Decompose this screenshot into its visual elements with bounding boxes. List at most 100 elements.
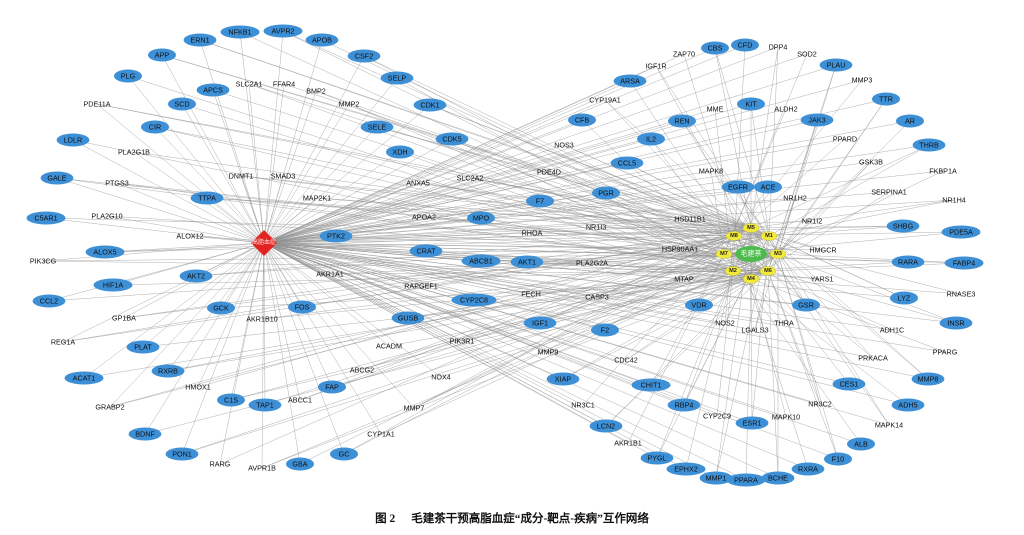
target-node: CYP2C8	[451, 293, 497, 307]
target-node: NFKB1	[220, 25, 260, 39]
target-node: PLA2G1B	[118, 148, 150, 157]
target-node-label: FKBP1A	[929, 167, 957, 176]
network-edge	[48, 242, 265, 302]
compound-node-shape	[715, 249, 733, 259]
target-node-label: PPARG	[933, 348, 958, 357]
network-edge	[723, 253, 862, 445]
target-node-label: GBA	[292, 460, 307, 469]
target-node-label: PLG	[121, 72, 136, 81]
target-node-shape	[847, 437, 875, 451]
network-edge	[261, 242, 265, 320]
network-edge	[777, 253, 965, 264]
target-node: CDK5	[435, 132, 469, 146]
network-edge	[199, 39, 265, 244]
network-edge	[181, 103, 752, 280]
network-edge	[83, 242, 265, 379]
network-edge	[605, 192, 734, 272]
target-node: JAK3	[800, 113, 834, 127]
target-node-shape	[305, 33, 339, 47]
target-node: AKR1B1	[614, 439, 642, 448]
target-node: BCHE	[761, 471, 795, 485]
target-node-label: PON1	[172, 450, 192, 459]
network-edge	[154, 126, 779, 255]
target-node-shape	[591, 323, 619, 337]
network-edge	[263, 242, 390, 347]
target-node-label: DPP4	[769, 43, 788, 52]
network-edge	[220, 242, 265, 309]
network-edge	[263, 162, 628, 244]
target-node-shape	[168, 97, 196, 111]
target-node-label: F7	[536, 197, 544, 206]
target-node: RXRA	[791, 462, 825, 476]
network-edge	[195, 242, 265, 277]
target-node: PPARA	[726, 473, 766, 487]
network-edge	[714, 47, 752, 229]
target-node-label: GALE	[47, 174, 66, 183]
target-node-label: NR1I2	[802, 217, 822, 226]
target-node-label: PTK2	[327, 232, 345, 241]
target-node: XDH	[386, 145, 414, 159]
target-node: C1S	[217, 393, 245, 407]
target-node: PRKACA	[858, 354, 888, 363]
network-edge	[263, 103, 350, 244]
target-node: FOS	[288, 300, 316, 314]
target-node: CBS	[701, 41, 729, 55]
network-edge	[263, 242, 809, 470]
network-edge	[263, 83, 285, 244]
target-node-label: ALB	[854, 440, 868, 449]
target-node-shape	[891, 398, 925, 412]
target-node-label: MMP9	[538, 348, 559, 357]
target-node-label: ACADM	[376, 342, 402, 351]
target-node-label: MAPK10	[772, 413, 800, 422]
target-node-label: IGF1	[532, 319, 548, 328]
network-edge	[104, 235, 770, 253]
network-edge	[689, 218, 734, 272]
compound-node: M3	[769, 249, 787, 259]
compound-node-label: M5	[747, 225, 755, 231]
target-node-shape	[890, 291, 918, 305]
target-node: CYP1A1	[367, 430, 395, 439]
target-node: AR	[896, 114, 924, 128]
target-node-label: IGF1R	[645, 62, 666, 71]
network-edge	[348, 103, 752, 280]
target-node: RBP4	[667, 398, 701, 412]
target-node-label: GSK3B	[859, 158, 883, 167]
target-node-label: CDK1	[420, 101, 439, 110]
network-edge	[767, 270, 839, 460]
network-edge	[732, 270, 823, 280]
target-node-label: CES1	[840, 380, 859, 389]
network-edge	[750, 46, 779, 229]
disease-node-label: 高脂血症	[252, 238, 276, 246]
target-node-shape	[939, 316, 973, 330]
target-node: TTPA	[190, 191, 224, 205]
network-edge	[767, 270, 821, 405]
target-node-shape	[318, 380, 346, 394]
compound-node: M6	[759, 266, 777, 276]
network-edge	[199, 39, 752, 229]
target-node: MMP8	[911, 372, 945, 386]
target-node: NOS2	[715, 319, 735, 328]
target-node-label: PPARA	[734, 476, 758, 485]
target-node: NOX4	[431, 373, 451, 382]
target-node-shape	[263, 24, 303, 38]
target-node-label: PLA2G1B	[118, 148, 150, 157]
target-node: NR1H4	[942, 196, 966, 205]
compound-node-label: M7	[720, 251, 728, 257]
network-edge	[625, 270, 769, 361]
target-node: RAPGEF1	[404, 282, 438, 291]
target-node: IL2	[637, 132, 665, 146]
target-node: LYZ	[890, 291, 918, 305]
target-node: BDNF	[128, 427, 162, 441]
network-edge	[263, 99, 606, 244]
network-edge	[417, 182, 752, 229]
target-node-label: MMP1	[706, 474, 727, 483]
network-edge	[263, 242, 301, 465]
target-node: CYP19A1	[589, 96, 621, 105]
network-edge	[263, 242, 629, 444]
target-node-label: SERPINA1	[871, 188, 907, 197]
target-node-shape	[546, 372, 580, 386]
network-edge	[96, 103, 752, 229]
target-node: SLC2A2	[457, 174, 484, 183]
